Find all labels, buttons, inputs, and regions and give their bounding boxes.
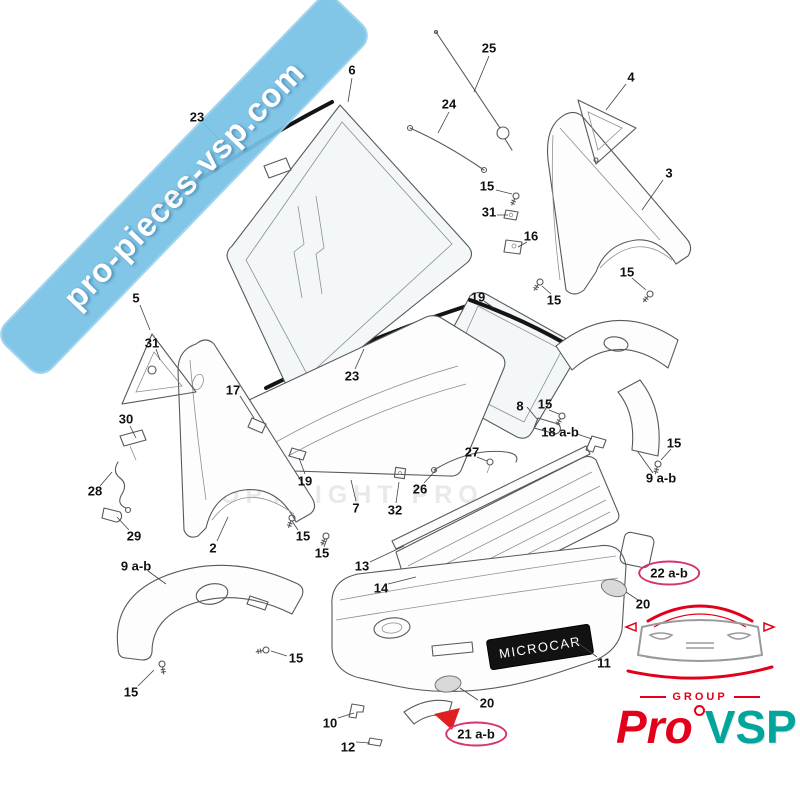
part-callout-15: 15 bbox=[288, 650, 304, 666]
part-callout-15: 15 bbox=[537, 396, 553, 412]
part-callout-27: 27 bbox=[464, 444, 480, 460]
logo-group-text: GROUP bbox=[672, 691, 728, 703]
logo-right-bar bbox=[733, 696, 760, 698]
part-callout-17: 17 bbox=[225, 382, 241, 398]
part-callout-19: 19 bbox=[297, 473, 313, 489]
part-callout-15: 15 bbox=[295, 528, 311, 544]
mirror-cover-right bbox=[577, 99, 637, 165]
part-callout-5: 5 bbox=[132, 290, 140, 306]
part-callout-7: 7 bbox=[352, 500, 360, 516]
logo-ring-icon bbox=[693, 705, 705, 716]
part-callout-16: 16 bbox=[523, 228, 539, 244]
part-callout-22a-b: 22 a-b bbox=[638, 560, 700, 586]
part-callout-25: 25 bbox=[481, 40, 497, 56]
part-callout-31: 31 bbox=[144, 335, 160, 351]
part-callout-20: 20 bbox=[479, 695, 495, 711]
part-callout-19: 19 bbox=[470, 289, 486, 305]
part-callout-20: 20 bbox=[635, 596, 651, 612]
part-callout-15: 15 bbox=[314, 545, 330, 561]
part-callout-30: 30 bbox=[118, 411, 134, 427]
wheel-arch-liner-right bbox=[555, 319, 679, 457]
part-callout-21a-b: 21 a-b bbox=[445, 721, 507, 747]
car-sketch-icon bbox=[623, 604, 777, 680]
part-callout-31: 31 bbox=[481, 204, 497, 220]
part-callout-8: 8 bbox=[516, 398, 524, 414]
logo-group-row: GROUP bbox=[616, 691, 784, 703]
wheel-arch-liner-left bbox=[116, 564, 304, 661]
part-callout-15: 15 bbox=[619, 264, 635, 280]
part-callout-6: 6 bbox=[348, 62, 356, 78]
bumper-part bbox=[331, 544, 627, 693]
antenna-part bbox=[433, 29, 513, 151]
logo-pro-text: Pro bbox=[616, 701, 693, 753]
part-callout-13: 13 bbox=[354, 558, 370, 574]
part-callout-23: 23 bbox=[189, 109, 205, 125]
part-callout-24: 24 bbox=[441, 96, 457, 112]
microcar-plate: MICROCAR bbox=[486, 623, 594, 671]
part-callout-23: 23 bbox=[344, 368, 360, 384]
part-callout-2: 2 bbox=[209, 540, 217, 556]
hood-rod-part bbox=[406, 124, 488, 174]
part-callout-18a-b: 18 a-b bbox=[541, 424, 579, 440]
mirror-glass-and-harness bbox=[101, 429, 147, 523]
part-callout-11: 11 bbox=[597, 655, 611, 671]
part-callout-15: 15 bbox=[479, 178, 495, 194]
cover-discs-20 bbox=[434, 578, 628, 693]
part-callout-26: 26 bbox=[412, 481, 428, 497]
mirror-cover-left bbox=[121, 333, 197, 405]
part-callout-4: 4 bbox=[627, 69, 635, 85]
part-callout-15: 15 bbox=[666, 435, 682, 451]
windshield-part bbox=[226, 104, 473, 396]
part-callout-32: 32 bbox=[387, 502, 403, 518]
part-callout-14: 14 bbox=[373, 580, 389, 596]
part-callout-28: 28 bbox=[87, 483, 103, 499]
part-callout-29: 29 bbox=[126, 528, 142, 544]
part-callout-15: 15 bbox=[123, 684, 139, 700]
part-callout-15: 15 bbox=[546, 292, 562, 308]
part-callout-10: 10 bbox=[322, 715, 338, 731]
left-fender-part bbox=[177, 339, 316, 538]
part-callout-3: 3 bbox=[665, 165, 673, 181]
logo-vsp-text: VSP bbox=[704, 701, 797, 753]
flap-22-part bbox=[619, 531, 655, 569]
logo-left-bar bbox=[640, 696, 667, 698]
small-hardware-parts bbox=[247, 209, 607, 747]
part-callout-9a-b: 9 a-b bbox=[645, 470, 677, 486]
part-callout-12: 12 bbox=[340, 739, 356, 755]
part-callout-9a-b: 9 a-b bbox=[120, 558, 152, 574]
